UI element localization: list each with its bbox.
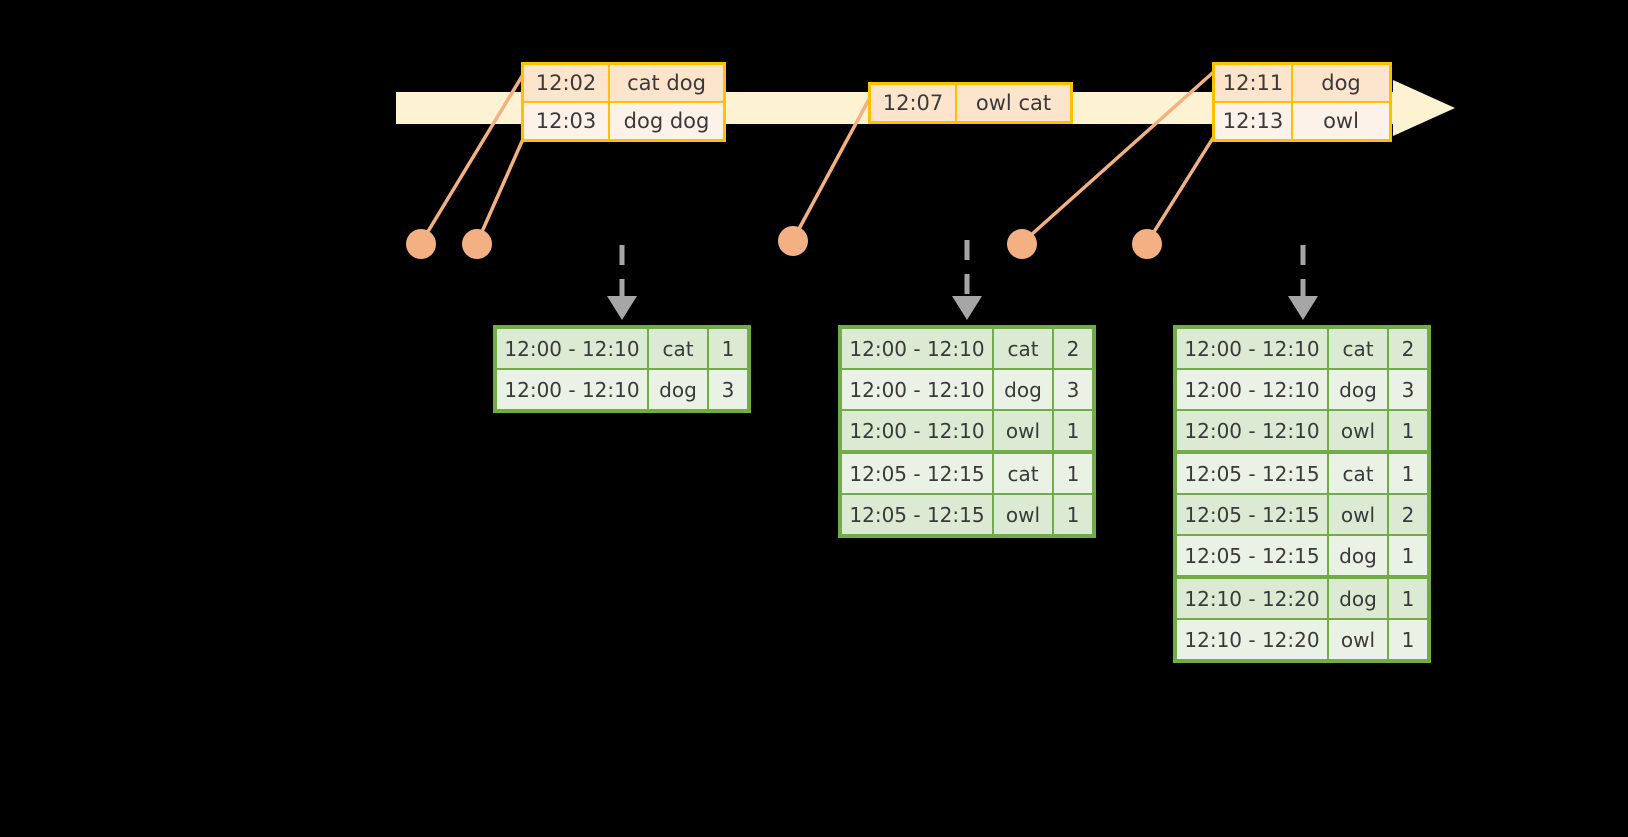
timeline-arrowhead-icon xyxy=(1393,80,1455,136)
count-cell: 1 xyxy=(1054,411,1092,450)
count-cell: 1 xyxy=(1054,454,1092,493)
window-cell: 12:05 - 12:15 xyxy=(842,454,994,493)
event-dot-5 xyxy=(1132,229,1162,259)
event-text: owl cat xyxy=(957,85,1070,121)
key-cell: dog xyxy=(1329,579,1389,618)
event-time: 12:03 xyxy=(524,103,610,139)
key-cell: dog xyxy=(649,370,709,409)
event-box-2[interactable]: 12:07 owl cat xyxy=(868,82,1073,124)
count-cell: 2 xyxy=(1389,495,1427,534)
count-cell: 3 xyxy=(709,370,747,409)
window-cell: 12:05 - 12:15 xyxy=(1177,454,1329,493)
key-cell: dog xyxy=(1329,536,1389,575)
count-cell: 1 xyxy=(1389,536,1427,575)
window-cell: 12:00 - 12:10 xyxy=(497,370,649,409)
window-cell: 12:00 - 12:10 xyxy=(1177,411,1329,450)
key-cell: cat xyxy=(994,454,1054,493)
dashed-arrow-head-1 xyxy=(607,296,637,320)
event-time: 12:13 xyxy=(1215,103,1293,139)
event-row: 12:07 owl cat xyxy=(871,85,1070,121)
event-text: dog xyxy=(1293,65,1389,101)
window-cell: 12:00 - 12:10 xyxy=(842,411,994,450)
count-cell: 1 xyxy=(1389,579,1427,618)
count-cell: 1 xyxy=(709,329,747,368)
key-cell: dog xyxy=(1329,370,1389,409)
window-cell: 12:05 - 12:15 xyxy=(1177,495,1329,534)
event-row: 12:11 dog xyxy=(1215,65,1389,101)
window-cell: 12:10 - 12:20 xyxy=(1177,620,1329,659)
event-dot-3 xyxy=(778,226,808,256)
count-cell: 3 xyxy=(1054,370,1092,409)
count-cell: 2 xyxy=(1389,329,1427,368)
window-cell: 12:10 - 12:20 xyxy=(1177,579,1329,618)
key-cell: owl xyxy=(994,495,1054,534)
connector-line-5 xyxy=(1145,129,1220,244)
key-cell: owl xyxy=(994,411,1054,450)
event-row: 12:02 cat dog xyxy=(524,65,723,101)
count-cell: 2 xyxy=(1054,329,1092,368)
key-cell: owl xyxy=(1329,495,1389,534)
window-cell: 12:00 - 12:10 xyxy=(497,329,649,368)
window-cell: 12:00 - 12:10 xyxy=(842,329,994,368)
event-time: 12:11 xyxy=(1215,65,1293,101)
event-box-1[interactable]: 12:02 cat dog 12:03 dog dog xyxy=(521,62,726,142)
count-cell: 3 xyxy=(1389,370,1427,409)
connector-dots xyxy=(406,226,1162,259)
key-cell: cat xyxy=(1329,329,1389,368)
key-cell: owl xyxy=(1329,620,1389,659)
event-dot-2 xyxy=(462,229,492,259)
window-cell: 12:00 - 12:10 xyxy=(1177,329,1329,368)
window-cell: 12:00 - 12:10 xyxy=(842,370,994,409)
count-cell: 1 xyxy=(1389,411,1427,450)
count-cell: 1 xyxy=(1389,454,1427,493)
count-cell: 1 xyxy=(1389,620,1427,659)
event-box-3[interactable]: 12:11 dog 12:13 owl xyxy=(1212,62,1392,142)
connector-line-2 xyxy=(475,129,529,244)
dashed-arrow-head-2 xyxy=(952,296,982,320)
event-text: owl xyxy=(1293,103,1389,139)
event-dot-4 xyxy=(1007,229,1037,259)
event-dot-1 xyxy=(406,229,436,259)
event-row: 12:03 dog dog xyxy=(524,101,723,139)
event-text: cat dog xyxy=(610,65,723,101)
key-cell: dog xyxy=(994,370,1054,409)
key-cell: cat xyxy=(1329,454,1389,493)
event-time: 12:07 xyxy=(871,85,957,121)
event-text: dog dog xyxy=(610,103,723,139)
count-cell: 1 xyxy=(1054,495,1092,534)
window-cell: 12:05 - 12:15 xyxy=(842,495,994,534)
event-time: 12:02 xyxy=(524,65,610,101)
event-row: 12:13 owl xyxy=(1215,101,1389,139)
window-cell: 12:05 - 12:15 xyxy=(1177,536,1329,575)
key-cell: cat xyxy=(649,329,709,368)
dashed-arrow-head-3 xyxy=(1288,296,1318,320)
key-cell: cat xyxy=(994,329,1054,368)
key-cell: owl xyxy=(1329,411,1389,450)
window-cell: 12:00 - 12:10 xyxy=(1177,370,1329,409)
